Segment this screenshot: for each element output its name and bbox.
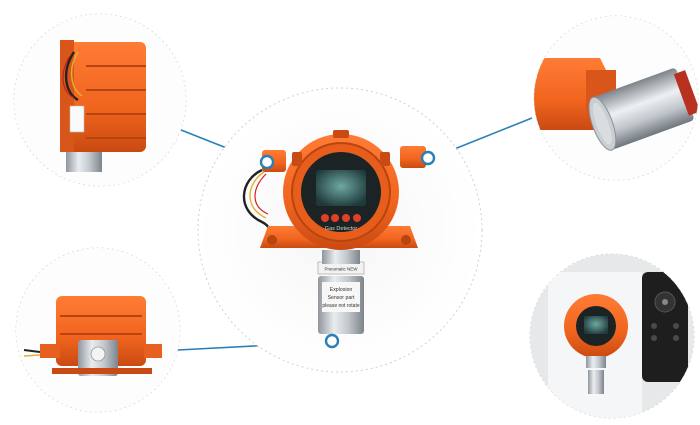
main-detector-group: Gas Detector Pneumatic NEW Explosion Sen…: [197, 87, 483, 373]
right-port-marker: [420, 150, 436, 166]
detail-cable-entry: [13, 13, 187, 187]
control-buttons: [321, 214, 361, 222]
right-port: [400, 146, 426, 168]
lcd-screen: [316, 170, 366, 206]
nameplate-text: Pneumatic NEW: [324, 267, 358, 272]
panel-label: Gas Detector: [325, 226, 358, 232]
neck: [322, 250, 360, 264]
cable-red: [254, 173, 269, 215]
cable-yellow: [249, 171, 267, 219]
sensor-label: [322, 282, 360, 312]
left-port-marker: [259, 154, 275, 170]
detail-side-view: [15, 247, 181, 413]
bracket-hole-right: [401, 235, 411, 245]
detail-sensor-probe: [533, 15, 699, 181]
sensor-marker: [324, 333, 340, 349]
bracket-hole-left: [267, 235, 277, 245]
sensor-label-line-1: Explosion: [330, 287, 353, 293]
detail-packaging: [529, 253, 695, 419]
sensor-label-line-2: Sensor part: [328, 295, 355, 301]
sensor-label-line-3: please not rotate: [322, 303, 359, 309]
